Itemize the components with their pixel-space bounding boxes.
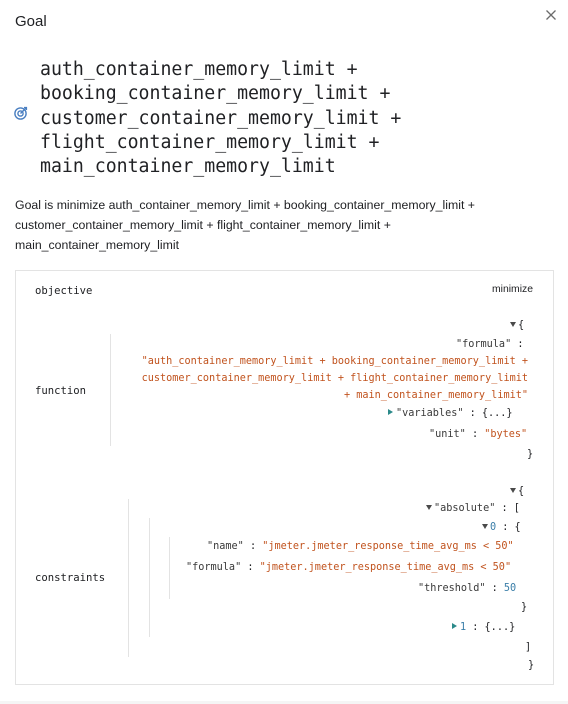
goal-formula-line: flight_container_memory_limit + [40, 131, 380, 153]
json-key: "threshold" [418, 583, 486, 594]
target-icon [14, 106, 28, 120]
function-object-toggle[interactable]: { [510, 319, 524, 332]
expand-arrow-icon[interactable] [482, 524, 488, 529]
constraint-formula-entry: "formula" : "jmeter.jmeter_response_time… [186, 562, 512, 573]
json-key: "name" [207, 541, 244, 552]
collapsed-object[interactable]: {...} [481, 408, 513, 419]
collapse-arrow-icon[interactable] [452, 623, 457, 629]
constraint-item-0[interactable]: 0 : { [482, 521, 521, 534]
goal-formula-line: main_container_memory_limit [40, 156, 336, 178]
constraint-formula-value: "jmeter.jmeter_response_time_avg_ms < 50… [259, 562, 512, 573]
constraints-label: constraints [35, 572, 106, 584]
close-icon[interactable] [542, 6, 560, 24]
collapse-arrow-icon[interactable] [388, 409, 393, 415]
constraint-item-1[interactable]: 1 : {...} [452, 621, 515, 634]
json-key: "formula" [186, 562, 242, 573]
json-key: "formula" [456, 339, 512, 350]
name-value: "jmeter.jmeter_response_time_avg_ms < 50… [262, 541, 514, 552]
expand-arrow-icon[interactable] [426, 505, 432, 510]
goal-formula: auth_container_memory_limit + booking_con… [40, 58, 401, 179]
unit-value: "bytes" [484, 429, 528, 440]
goal-formula-line: customer_container_memory_limit + [40, 107, 402, 129]
threshold-value: 50 [503, 583, 517, 594]
dialog-bottom-edge [0, 701, 568, 704]
dialog-title: Goal [15, 13, 47, 30]
variables-entry[interactable]: "variables" : {...} [388, 407, 513, 420]
function-label: function [35, 385, 87, 397]
absolute-entry[interactable]: "absolute" : [ [426, 502, 520, 515]
unit-entry: "unit" : "bytes" [429, 429, 528, 440]
array-index: 1 [460, 622, 467, 633]
expand-arrow-icon[interactable] [510, 488, 516, 493]
formula-value: "auth_container_memory_limit + booking_c… [141, 356, 528, 401]
expand-arrow-icon[interactable] [510, 322, 516, 327]
absolute-close-bracket: ] [525, 642, 532, 653]
json-key: "absolute" [434, 503, 496, 514]
objective-label: objective [35, 285, 93, 297]
name-entry: "name" : "jmeter.jmeter_response_time_av… [207, 541, 514, 552]
array-index: 0 [490, 522, 497, 533]
collapsed-object[interactable]: {...} [484, 622, 516, 633]
constraints-close-brace: } [528, 660, 535, 671]
item0-close-brace: } [521, 602, 528, 613]
goal-formula-line: booking_container_memory_limit + [40, 83, 391, 105]
function-close-brace: } [527, 449, 534, 460]
json-key: "unit" [429, 429, 466, 440]
goal-formula-line: auth_container_memory_limit + [40, 59, 358, 80]
goal-details-panel: objective minimize function { "formula" … [15, 270, 554, 685]
json-key: "variables" [396, 408, 464, 419]
formula-entry: "formula" : [456, 339, 524, 350]
objective-value: minimize [492, 284, 533, 295]
constraints-object-toggle[interactable]: { [510, 485, 524, 498]
goal-description: Goal is minimize auth_container_memory_l… [15, 198, 475, 252]
threshold-entry: "threshold" : 50 [418, 583, 517, 594]
